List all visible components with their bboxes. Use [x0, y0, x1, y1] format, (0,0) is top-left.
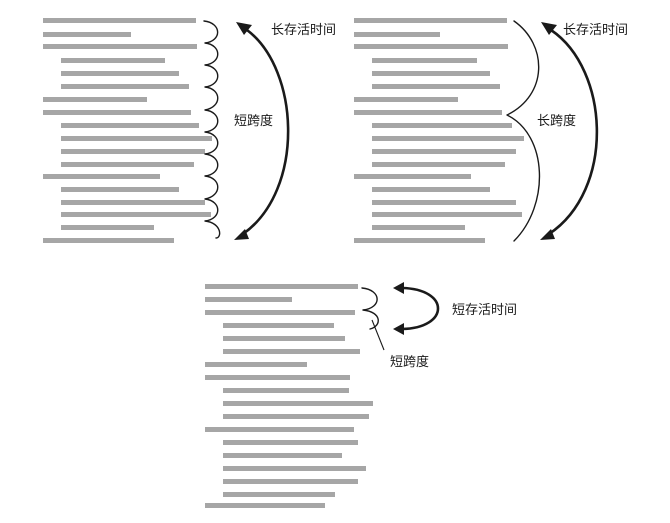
code-line: [223, 336, 345, 341]
code-line: [61, 71, 179, 76]
code-line: [205, 284, 358, 289]
code-line: [354, 18, 507, 23]
code-line: [372, 136, 524, 141]
code-line: [61, 123, 199, 128]
code-line: [61, 162, 194, 167]
lifetime-label: 长存活时间: [563, 23, 628, 38]
code-line: [43, 238, 174, 243]
code-line: [61, 200, 205, 205]
code-line: [205, 503, 325, 508]
code-line: [372, 225, 465, 230]
long-lifetime-arc: [547, 28, 599, 236]
code-line: [43, 110, 191, 115]
arrow-head-top: [236, 22, 252, 35]
long-span-curve: [506, 20, 541, 242]
lifetime-label: 长存活时间: [271, 23, 336, 38]
code-line: [61, 136, 212, 141]
code-line: [354, 174, 471, 179]
code-line: [61, 84, 189, 89]
code-line: [223, 414, 369, 419]
arrow-head-top: [541, 22, 557, 35]
span-label: 短跨度: [234, 113, 273, 129]
code-line: [43, 18, 196, 23]
code-line: [223, 401, 373, 406]
arrow-head-bottom: [234, 229, 249, 240]
code-line: [372, 162, 505, 167]
code-line: [61, 149, 205, 154]
code-line: [354, 97, 458, 102]
code-line: [61, 225, 154, 230]
code-line: [354, 32, 440, 37]
code-line: [372, 212, 522, 217]
code-line: [43, 44, 197, 49]
span-label-leader: [371, 319, 385, 351]
short-span-curve: [203, 20, 221, 239]
code-line: [354, 110, 502, 115]
long-lifetime-arc: [241, 28, 290, 236]
code-line: [223, 492, 335, 497]
short-span-curve: [361, 287, 379, 330]
code-line: [61, 212, 211, 217]
code-line: [43, 32, 131, 37]
code-line: [205, 362, 307, 367]
panel-long-span-long-lifetime: 长存活时间 长跨度: [354, 18, 628, 243]
panel-short-span-long-lifetime: 长存活时间 短跨度: [43, 18, 336, 243]
code-line: [61, 58, 165, 63]
code-line: [223, 466, 366, 471]
arrow-head-bottom: [393, 323, 404, 335]
code-line: [205, 375, 350, 380]
code-line: [372, 200, 516, 205]
code-lines: [354, 18, 524, 243]
short-lifetime-arc: [400, 286, 440, 331]
arrow-head-top: [393, 282, 404, 294]
code-line: [223, 453, 342, 458]
lifetime-label: 短存活时间: [452, 303, 517, 318]
code-line: [43, 174, 160, 179]
code-line: [372, 84, 500, 89]
code-line: [354, 238, 485, 243]
code-line: [223, 440, 358, 445]
span-label: 短跨度: [390, 354, 429, 370]
arrow-head-bottom: [540, 229, 555, 240]
code-line: [372, 58, 477, 63]
panel-short-span-short-lifetime: 短存活时间 短跨度: [205, 282, 517, 508]
code-line: [205, 427, 354, 432]
code-lines: [43, 18, 212, 243]
code-line: [372, 187, 490, 192]
code-line: [43, 97, 147, 102]
code-line: [205, 297, 292, 302]
code-line: [223, 323, 334, 328]
code-line: [205, 310, 355, 315]
code-lines: [205, 284, 373, 508]
code-line: [61, 187, 179, 192]
code-line: [223, 479, 358, 484]
code-line: [372, 71, 490, 76]
code-line: [223, 349, 360, 354]
code-line: [372, 149, 516, 154]
code-line: [223, 388, 349, 393]
span-label: 长跨度: [537, 113, 576, 129]
code-line: [354, 44, 508, 49]
code-line: [372, 123, 512, 128]
